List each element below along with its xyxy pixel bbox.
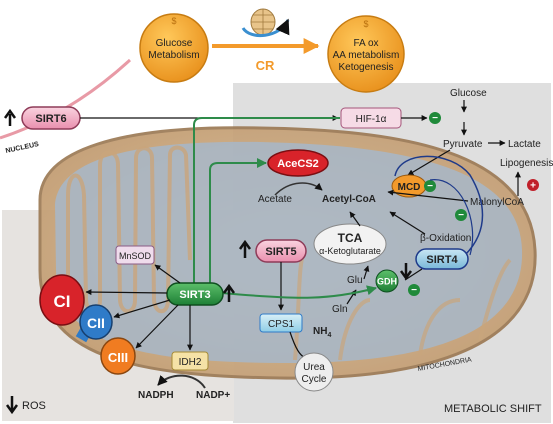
metabolic-shift-label: METABOLIC SHIFT	[444, 403, 542, 415]
sirt3-mnsod-arrow	[154, 264, 181, 284]
cii-label: CII	[87, 315, 105, 331]
acecs2-label: AceCS2	[277, 158, 319, 170]
tca-label: TCA	[338, 231, 363, 245]
cps1-label: CPS1	[268, 319, 295, 330]
gln-label: Gln	[332, 304, 348, 315]
acetylcoa-label: Acetyl-CoA	[322, 194, 376, 205]
lipogenesis-label: Lipogenesis	[500, 158, 553, 169]
svg-text:−: −	[427, 181, 433, 192]
down-arrow-icon-ros	[5, 396, 19, 415]
ciii-label: CIII	[108, 350, 128, 365]
pyruvate-label: Pyruvate	[443, 139, 483, 150]
urea-line1: Urea	[303, 362, 325, 373]
acetate-arrow	[274, 182, 323, 196]
nadp-label: NADP+	[196, 390, 230, 401]
mnsod-label: MnSOD	[119, 251, 152, 261]
gdh-enzyme	[375, 269, 399, 293]
glu-akg-arrow	[363, 265, 370, 280]
svg-text:+: +	[530, 181, 536, 192]
svg-text:$: $	[171, 16, 176, 26]
up-arrow-icon-sirt5	[238, 239, 252, 258]
minus-sign-gdh	[408, 284, 420, 296]
acecs2-enzyme	[267, 149, 329, 177]
cps1-box	[259, 313, 303, 333]
sirt6-group: SIRT6	[3, 106, 81, 130]
coin-right-line1: FA ox	[353, 38, 378, 49]
tca-cycle	[313, 223, 387, 265]
nh4-label: NH4	[313, 326, 331, 339]
minus-sign-hif	[429, 112, 441, 124]
sirt3-ciii-arrow	[135, 304, 179, 349]
hif-label: HIF-1α	[356, 114, 387, 125]
idh2-label: IDH2	[179, 357, 202, 368]
down-arrow-icon	[399, 263, 413, 281]
sirt3-to-hif-line	[193, 117, 340, 283]
pyruvate-acetylcoa-arrow	[407, 149, 451, 176]
beta-oxidation-label: β-Oxidation	[420, 233, 471, 244]
complex-ii: CII	[75, 304, 113, 343]
coin-left-line2: Metabolism	[148, 50, 199, 61]
cr-label: CR	[256, 58, 275, 73]
up-arrow-icon-sirt3	[222, 283, 236, 302]
sirt4-mcd-link-2	[429, 179, 474, 256]
malonylcoa-label: MalonylCoA	[470, 197, 524, 208]
up-arrow-icon	[3, 108, 17, 126]
lactate-label: Lactate	[508, 139, 541, 150]
ros-label: ROS	[22, 400, 46, 412]
sirt4-gdh-line	[404, 268, 423, 281]
coin-left-line1: Glucose	[156, 38, 193, 49]
nadp-nadph-arrow	[157, 374, 206, 389]
sirt5-label: SIRT5	[265, 246, 296, 258]
plus-sign	[527, 179, 539, 191]
minus-sign-malonyl	[455, 209, 467, 221]
tca-acetylcoa-arrow	[349, 211, 361, 227]
sirt4-mcd-link	[394, 155, 484, 256]
gdh-label: GDH	[377, 277, 397, 287]
betaox-acetylcoa-arrow	[389, 211, 426, 235]
sirt6-label: SIRT6	[35, 113, 66, 125]
coin-right-line3: Ketogenesis	[338, 62, 393, 73]
fa-ox-coin: $ FA ox AA metabolism Ketogenesis	[327, 15, 405, 93]
glucose-metabolism-coin: $ Glucose Metabolism	[139, 13, 209, 83]
svg-text:$: $	[363, 19, 368, 29]
akg-label: α-Ketoglutarate	[319, 246, 381, 256]
acetate-label: Acetate	[258, 194, 292, 205]
sirt4-label: SIRT4	[426, 254, 458, 266]
sirt4-pill	[415, 248, 469, 270]
glu-label: Glu	[347, 275, 363, 286]
sirt3-pill	[166, 282, 224, 306]
sirt3-ci-arrow	[85, 289, 168, 296]
glucose-label: Glucose	[450, 88, 487, 99]
complex-i: CI	[39, 274, 85, 326]
malonyl-acetylcoa-arrow	[387, 189, 469, 202]
svg-text:−: −	[411, 285, 417, 296]
sirt3-to-acecs2-arrow	[209, 158, 267, 283]
complex-iii: CIII	[100, 337, 136, 375]
idh2-box	[171, 351, 209, 371]
ci-label: CI	[54, 292, 71, 311]
nucleus-label: NUCLEUS	[5, 141, 40, 155]
sirt3-label: SIRT3	[179, 289, 210, 301]
svg-text:−: −	[458, 210, 464, 221]
nadph-label: NADPH	[138, 390, 174, 401]
urea-line2: Cycle	[301, 374, 326, 385]
sirt3-to-gdh-arrow	[221, 285, 377, 299]
urea-cycle	[294, 352, 334, 392]
svg-text:−: −	[432, 113, 438, 124]
minus-sign-mcd	[424, 180, 436, 192]
sirt3-cii-arrow	[113, 299, 171, 319]
mnsod-box	[115, 245, 155, 265]
mcd-label: MCD	[398, 182, 421, 193]
globe-icon	[241, 8, 290, 37]
coin-right-line2: AA metabolism	[333, 50, 400, 61]
